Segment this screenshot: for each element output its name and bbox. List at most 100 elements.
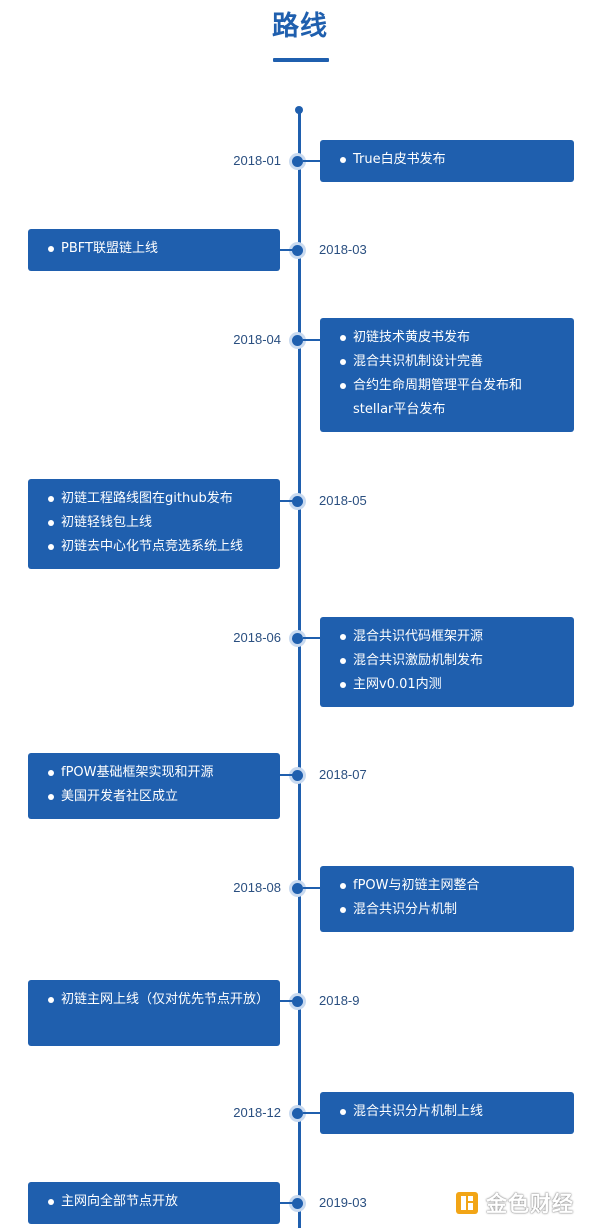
timeline-node-dot xyxy=(292,156,303,167)
milestone-item-text: PBFT联盟链上线 xyxy=(61,241,158,256)
milestone-card: fPOW与初链主网整合混合共识分片机制 xyxy=(320,866,574,932)
milestone-item: fPOW基础框架实现和开源 xyxy=(48,761,268,785)
milestone-item: 混合共识分片机制上线 xyxy=(340,1100,562,1124)
timeline-node-dot xyxy=(292,1108,303,1119)
timeline-node-dot xyxy=(292,496,303,507)
milestone-date: 2018-04 xyxy=(233,332,281,347)
timeline-node-dot xyxy=(292,633,303,644)
milestone-item-list: 初链主网上线（仅对优先节点开放） xyxy=(48,988,270,1012)
milestone-date: 2018-12 xyxy=(233,1105,281,1120)
milestone-date: 2018-05 xyxy=(319,493,367,508)
golden-finance-logo-icon xyxy=(454,1190,480,1216)
milestone-card: 初链主网上线（仅对优先节点开放） xyxy=(28,980,280,1046)
milestone-card: 主网向全部节点开放 xyxy=(28,1182,280,1224)
milestone-item: 初链技术黄皮书发布 xyxy=(340,326,562,350)
timeline-connector xyxy=(280,1000,293,1002)
milestone-card: 初链技术黄皮书发布混合共识机制设计完善合约生命周期管理平台发布和stellar平… xyxy=(320,318,574,432)
milestone-item: 混合共识激励机制发布 xyxy=(340,649,562,673)
bullet-dot-icon xyxy=(340,658,346,664)
timeline-start-dot xyxy=(295,106,303,114)
milestone-item-list: PBFT联盟链上线 xyxy=(48,237,268,261)
milestone-item: 主网向全部节点开放 xyxy=(48,1190,268,1214)
milestone-item-text: 初链主网上线（仅对优先节点开放） xyxy=(61,992,270,1007)
milestone-item-text: 混合共识分片机制上线 xyxy=(353,1104,484,1119)
milestone-item-list: 混合共识代码框架开源混合共识激励机制发布主网v0.01内测 xyxy=(340,625,562,697)
bullet-dot-icon xyxy=(48,770,54,776)
bullet-dot-icon xyxy=(340,383,346,389)
bullet-dot-icon xyxy=(48,520,54,526)
milestone-item: 初链去中心化节点竞选系统上线 xyxy=(48,535,268,559)
milestone-item-text: 混合共识分片机制 xyxy=(353,902,458,917)
bullet-dot-icon xyxy=(48,246,54,252)
milestone-item: 初链工程路线图在github发布 xyxy=(48,487,268,511)
timeline-connector xyxy=(303,1112,320,1114)
milestone-item: 初链轻钱包上线 xyxy=(48,511,268,535)
timeline-connector xyxy=(303,339,320,341)
timeline-node-dot xyxy=(292,335,303,346)
milestone-item-text: 混合共识激励机制发布 xyxy=(353,653,484,668)
timeline-connector xyxy=(280,500,293,502)
milestone-item-text: 主网v0.01内测 xyxy=(353,677,442,692)
watermark-text: 金色财经 xyxy=(486,1192,574,1216)
milestone-card: fPOW基础框架实现和开源美国开发者社区成立 xyxy=(28,753,280,819)
milestone-item: PBFT联盟链上线 xyxy=(48,237,268,261)
milestone-card: 初链工程路线图在github发布初链轻钱包上线初链去中心化节点竞选系统上线 xyxy=(28,479,280,569)
milestone-item: 合约生命周期管理平台发布和stellar平台发布 xyxy=(340,374,562,422)
milestone-item: 混合共识机制设计完善 xyxy=(340,350,562,374)
bullet-dot-icon xyxy=(48,544,54,550)
timeline-axis xyxy=(298,110,301,1228)
timeline-connector xyxy=(280,249,293,251)
bullet-dot-icon xyxy=(340,634,346,640)
milestone-card: True白皮书发布 xyxy=(320,140,574,182)
milestone-item: True白皮书发布 xyxy=(340,148,562,172)
milestone-item-list: True白皮书发布 xyxy=(340,148,562,172)
milestone-item-text: fPOW基础框架实现和开源 xyxy=(61,765,214,780)
bullet-dot-icon xyxy=(340,359,346,365)
timeline-connector xyxy=(303,637,320,639)
milestone-item-text: True白皮书发布 xyxy=(353,152,446,167)
bullet-dot-icon xyxy=(48,997,54,1003)
bullet-dot-icon xyxy=(340,335,346,341)
milestone-item-list: fPOW基础框架实现和开源美国开发者社区成立 xyxy=(48,761,268,809)
timeline-node-dot xyxy=(292,996,303,1007)
timeline-node-dot xyxy=(292,770,303,781)
watermark: 金色财经 xyxy=(454,1188,574,1218)
timeline-node-dot xyxy=(292,245,303,256)
milestone-item-list: 主网向全部节点开放 xyxy=(48,1190,268,1214)
bullet-dot-icon xyxy=(340,682,346,688)
milestone-item-text: 初链技术黄皮书发布 xyxy=(353,330,471,345)
milestone-date: 2018-03 xyxy=(319,242,367,257)
milestone-item-list: fPOW与初链主网整合混合共识分片机制 xyxy=(340,874,562,922)
bullet-dot-icon xyxy=(340,883,346,889)
milestone-item-list: 混合共识分片机制上线 xyxy=(340,1100,562,1124)
milestone-item: fPOW与初链主网整合 xyxy=(340,874,562,898)
milestone-item: 混合共识代码框架开源 xyxy=(340,625,562,649)
milestone-date: 2018-07 xyxy=(319,767,367,782)
milestone-date: 2018-06 xyxy=(233,630,281,645)
milestone-item-list: 初链工程路线图在github发布初链轻钱包上线初链去中心化节点竞选系统上线 xyxy=(48,487,268,559)
timeline-node-dot xyxy=(292,1198,303,1209)
bullet-dot-icon xyxy=(340,1109,346,1115)
bullet-dot-icon xyxy=(48,794,54,800)
bullet-dot-icon xyxy=(48,1199,54,1205)
bullet-dot-icon xyxy=(48,496,54,502)
milestone-card: PBFT联盟链上线 xyxy=(28,229,280,271)
milestone-item-text: fPOW与初链主网整合 xyxy=(353,878,480,893)
page-title: 路线 xyxy=(272,11,328,42)
timeline-connector xyxy=(303,887,320,889)
milestone-item: 混合共识分片机制 xyxy=(340,898,562,922)
timeline-node-dot xyxy=(292,883,303,894)
milestone-item-text: 合约生命周期管理平台发布和stellar平台发布 xyxy=(353,378,523,417)
milestone-date: 2018-9 xyxy=(319,993,360,1008)
milestone-date: 2018-01 xyxy=(233,153,281,168)
milestone-item-text: 初链去中心化节点竞选系统上线 xyxy=(61,539,244,554)
milestone-item-text: 主网向全部节点开放 xyxy=(61,1194,179,1209)
milestone-item-text: 初链工程路线图在github发布 xyxy=(61,491,233,506)
bullet-dot-icon xyxy=(340,157,346,163)
milestone-item-text: 美国开发者社区成立 xyxy=(61,789,179,804)
title-underline xyxy=(273,58,329,62)
milestone-item: 初链主网上线（仅对优先节点开放） xyxy=(48,988,270,1012)
milestone-item-text: 混合共识代码框架开源 xyxy=(353,629,484,644)
milestone-item-text: 混合共识机制设计完善 xyxy=(353,354,484,369)
milestone-item-text: 初链轻钱包上线 xyxy=(61,515,153,530)
